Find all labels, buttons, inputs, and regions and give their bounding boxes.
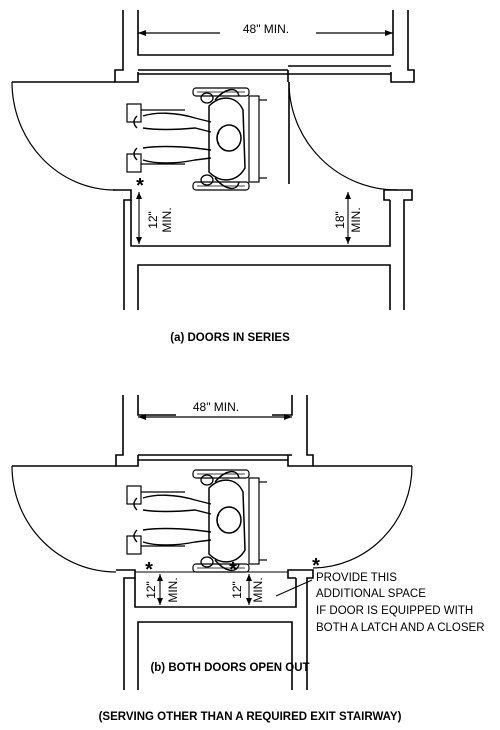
figure-b-left-clearance: 12" bbox=[144, 581, 158, 599]
wheelchair-user-icon bbox=[126, 87, 268, 191]
figure-b-note-line: ADDITIONAL SPACE bbox=[316, 588, 426, 600]
figure-b-both-doors-open-out bbox=[11, 395, 413, 690]
figure-b-note-line: IF DOOR IS EQUIPPED WITH bbox=[316, 605, 473, 617]
figure-b-note-line: BOTH A LATCH AND A CLOSER bbox=[316, 622, 485, 634]
figure-a-caption: (a) DOORS IN SERIES bbox=[170, 332, 290, 344]
figure-b-note-line: PROVIDE THIS bbox=[316, 572, 397, 584]
footer-note: (SERVING OTHER THAN A REQUIRED EXIT STAI… bbox=[99, 711, 402, 723]
figure-b-asterisk-left: * bbox=[145, 559, 153, 581]
figure-b-middle-clearance: 12" bbox=[230, 581, 244, 599]
figure-b-caption: (b) BOTH DOORS OPEN OUT bbox=[150, 662, 309, 674]
figure-b-middle-clearance-min: MIN. bbox=[251, 577, 265, 602]
wheelchair-user-icon bbox=[126, 469, 268, 573]
figure-b-asterisk-middle: * bbox=[229, 559, 237, 581]
figure-b-width-dimension: 48" MIN. bbox=[193, 400, 239, 414]
figure-a-asterisk: * bbox=[136, 175, 144, 197]
figure-a-left-clearance-min: MIN. bbox=[160, 207, 174, 232]
figure-a-right-clearance: 18" bbox=[333, 211, 347, 229]
figure-a-width-dimension: 48" MIN. bbox=[243, 22, 289, 36]
figure-a-left-clearance: 12" bbox=[146, 211, 160, 229]
figure-b-asterisk-right: * bbox=[312, 555, 320, 577]
figure-b-left-clearance-min: MIN. bbox=[166, 577, 180, 602]
figure-a-right-clearance-min: MIN. bbox=[349, 207, 363, 232]
figure-a-doors-in-series bbox=[11, 10, 415, 310]
